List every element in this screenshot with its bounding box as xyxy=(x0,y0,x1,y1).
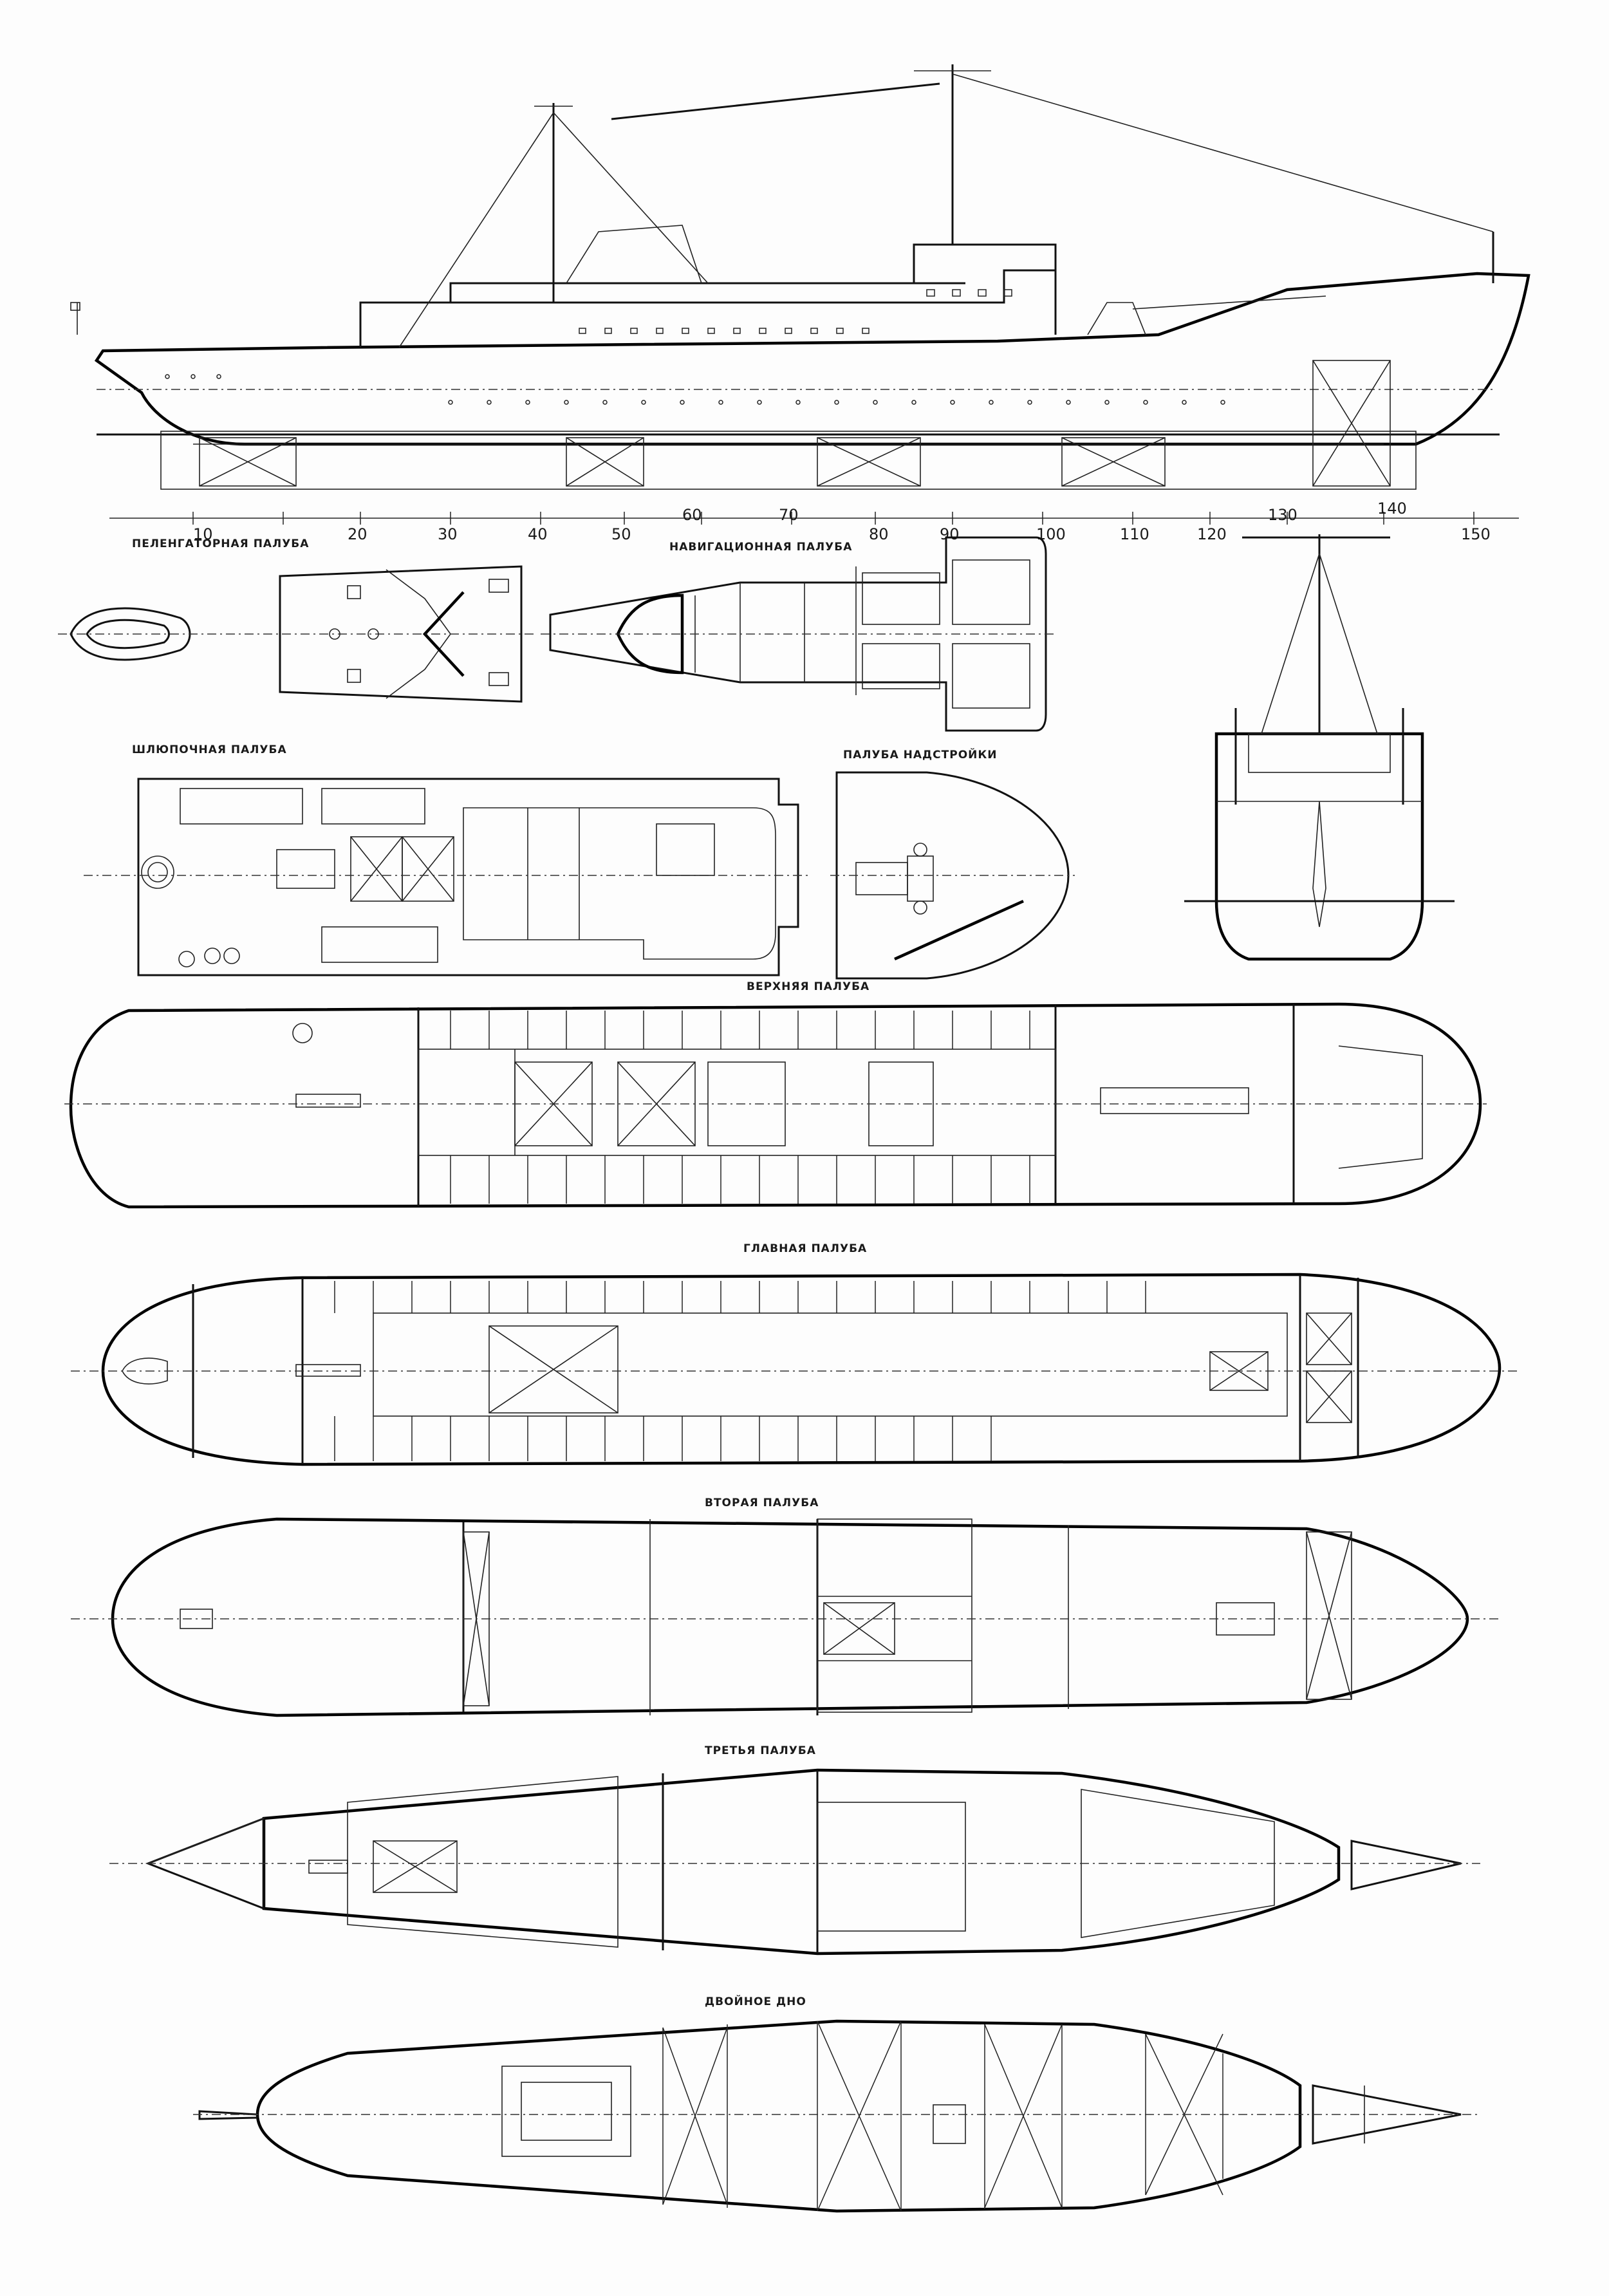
frame-number: 30 xyxy=(438,525,458,543)
frame-number: 70 xyxy=(779,506,799,524)
bow-front-view xyxy=(1184,534,1455,961)
double-bottom-plan xyxy=(193,2019,1480,2213)
side-profile xyxy=(70,64,1530,490)
frame-number: 10 xyxy=(193,525,213,543)
frame-number: 40 xyxy=(528,525,548,543)
frame-number: 110 xyxy=(1120,525,1149,543)
frame-scale: 10 20 30 40 50 60 70 80 90 100 110 120 1… xyxy=(109,499,1519,543)
upper-deck-label: ВЕРХНЯЯ ПАЛУБА xyxy=(747,980,870,993)
double-bottom-label: ДВОЙНОЕ ДНО xyxy=(705,1994,806,2008)
frame-number: 150 xyxy=(1461,525,1491,543)
direction-finder-deck-plan xyxy=(58,565,534,703)
profile-tanks xyxy=(199,360,1391,487)
frame-number: 120 xyxy=(1197,525,1227,543)
frame-number: 60 xyxy=(682,506,702,524)
third-deck-plan xyxy=(109,1768,1480,1955)
frame-number: 50 xyxy=(611,525,631,543)
frame-number: 100 xyxy=(1036,525,1066,543)
profile-portholes xyxy=(165,374,1225,405)
frame-number: 140 xyxy=(1377,499,1407,518)
second-deck-plan xyxy=(71,1517,1500,1717)
frame-number: 20 xyxy=(348,525,367,543)
boat-deck-plan xyxy=(84,778,811,976)
upper-deck-plan xyxy=(64,1002,1487,1209)
direction-finder-deck-label: ПЕЛЕНГАТОРНАЯ ПАЛУБА xyxy=(132,537,309,550)
main-deck-plan xyxy=(71,1273,1519,1466)
profile-windows xyxy=(579,289,1012,334)
frame-number: 90 xyxy=(940,525,960,543)
second-deck-label: ВТОРАЯ ПАЛУБА xyxy=(705,1497,819,1509)
frame-number: 80 xyxy=(869,525,889,543)
main-deck-label: ГЛАВНАЯ ПАЛУБА xyxy=(743,1242,867,1255)
third-deck-label: ТРЕТЬЯ ПАЛУБА xyxy=(705,1744,816,1757)
navigation-deck-plan xyxy=(541,536,1056,732)
superstructure-deck-label: ПАЛУБА НАДСТРОЙКИ xyxy=(843,747,998,761)
superstructure-deck-plan xyxy=(830,771,1075,980)
navigation-deck-label: НАВИГАЦИОННАЯ ПАЛУБА xyxy=(669,541,852,554)
boat-deck-label: ШЛЮПОЧНАЯ ПАЛУБА xyxy=(132,743,287,756)
frame-number: 130 xyxy=(1268,506,1297,524)
